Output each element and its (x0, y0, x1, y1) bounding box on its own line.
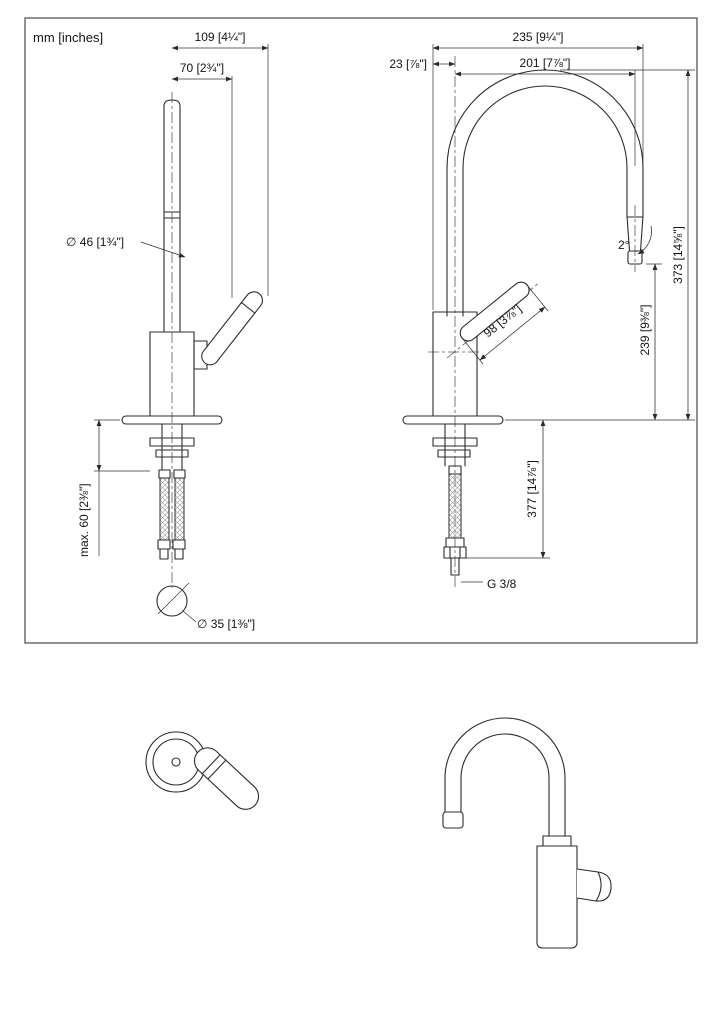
product-gooseneck-spout (444, 717, 566, 837)
product-body (536, 845, 578, 949)
drawing-border (24, 17, 698, 644)
product-handle-knob (576, 868, 612, 902)
dim-overall-height-label: 373 [14⅝"] (671, 226, 685, 284)
dim-line-98 (479, 306, 546, 361)
product-handle-cap-line (595, 871, 602, 902)
front-deck-plate (121, 415, 223, 425)
front-handle-cap-line (240, 302, 256, 314)
dim-max-mounting-label: max. 60 [2⅜"] (77, 483, 91, 557)
side-mounting-shank (432, 423, 478, 467)
dim-overall-reach-label: 235 [9¼"] (513, 30, 564, 44)
front-view: 109 [4¼"] 70 [2¾"] ∅ 46 [1¾"] max. 60 [2… (66, 30, 269, 631)
side-hose (448, 473, 462, 539)
dim-outlet-height-label: 239 [9⅜"] (638, 305, 652, 356)
front-hose-right (174, 477, 185, 541)
side-view: 235 [9¼"] 23 [⅞"] 201 [7⅞"] 373 [14⅝"] 2… (389, 30, 695, 591)
front-extension-lines (94, 44, 269, 556)
front-handle-lever (201, 291, 263, 366)
side-deck-plate (402, 415, 504, 425)
tap-hole-circle (156, 585, 188, 617)
side-body (432, 311, 478, 417)
connection-label: G 3/8 (487, 577, 517, 591)
plan-handle-collar-lines (201, 754, 227, 780)
dim-leader-46 (140, 241, 186, 258)
dim-spout-reach-label: 109 [4¼"] (195, 30, 246, 44)
dim-center-offset-label: 23 [⅞"] (389, 57, 427, 71)
side-centerlines (428, 56, 636, 588)
dim-spout-angle-label: 2° (618, 238, 630, 252)
dim-arc-2deg (637, 225, 652, 255)
tap-hole-leader (157, 582, 197, 623)
product-collar (542, 835, 572, 847)
dim-hose-length-label: 377 [14⅞"] (525, 460, 539, 518)
dim-body-diameter-label: ∅ 46 [1¾"] (66, 235, 124, 249)
product-view (442, 717, 612, 949)
product-aerator (442, 811, 464, 829)
dim-handle-offset-label: 70 [2¾"] (180, 61, 224, 75)
dim-hole-diameter-label: ∅ 35 [1⅜"] (197, 617, 255, 631)
side-gooseneck-spout (446, 69, 644, 317)
plan-view (145, 731, 260, 810)
front-hose-connectors (157, 469, 186, 560)
units-label: mm [inches] (33, 30, 103, 45)
side-extension-lines (432, 44, 695, 559)
front-spout-and-body (149, 99, 195, 417)
dim-spout-projection-label: 201 [7⅞"] (520, 56, 571, 70)
front-hose-left (159, 477, 170, 541)
front-mounting-shank (149, 423, 195, 471)
plan-inner-circle (152, 738, 200, 786)
side-aerator (627, 250, 643, 265)
plan-handle-lever (193, 747, 260, 810)
plan-center-circle (171, 757, 181, 767)
